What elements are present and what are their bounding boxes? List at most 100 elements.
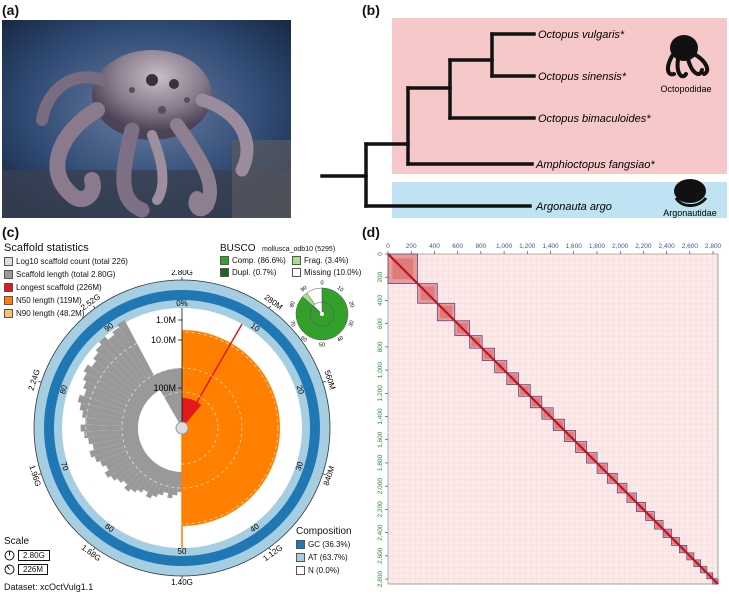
taxon-label: Argonauta argo <box>535 201 612 213</box>
busco-tick-label: 70 <box>288 320 296 328</box>
scale-title: Scale <box>4 536 30 547</box>
legend-swatch <box>220 256 229 265</box>
panel-label-c: (c) <box>2 224 20 240</box>
hic-top-tick-label: 2,800 <box>705 243 722 250</box>
taxon-label: Octopus bimaculoides* <box>538 113 651 125</box>
outer-tick <box>38 473 42 476</box>
scale-item: 2.80G <box>4 550 50 561</box>
legend-item: Frag. (3.4%) <box>292 256 348 265</box>
legend-item: Comp. (86.6%) <box>220 256 286 265</box>
legend-item: N90 length (48.2M) <box>4 309 84 318</box>
outer-tick <box>322 473 326 476</box>
hic-left-tick-label: 1,800 <box>377 454 384 471</box>
phylogenetic-tree: Octopus vulgaris* Octopus sinensis* Octo… <box>320 18 727 218</box>
percent-tick-label: 70 <box>59 461 70 473</box>
radial-label: 10.0M <box>151 335 176 345</box>
legend-label: Frag. (3.4%) <box>304 256 349 265</box>
hic-left-tick-label: 1,000 <box>377 362 384 379</box>
hic-top-tick-label: 200 <box>406 243 417 250</box>
snail-plot: 1.0M10.0M100M2.80G280M560M840M1.12G1.40G… <box>27 270 356 587</box>
outer-tick <box>268 305 272 309</box>
outer-tick-label: 1.40G <box>171 578 193 587</box>
hic-left-tick-label: 800 <box>377 341 384 352</box>
argonautidae-box <box>392 182 727 218</box>
hic-top-tick-label: 1,600 <box>566 243 583 250</box>
hic-top-tick-label: 400 <box>429 243 440 250</box>
busco-title: BUSCO <box>220 243 256 254</box>
radial-label: 100M <box>153 383 176 393</box>
hic-left-tick-label: 2,200 <box>377 501 384 518</box>
busco-tick-label: 50 <box>319 342 325 348</box>
percent-tick-label: 20 <box>295 384 306 396</box>
legend-swatch <box>292 268 301 277</box>
taxon-label: Octopus sinensis* <box>538 71 627 83</box>
busco-tick-label: 10 <box>336 285 344 293</box>
legend-swatch <box>4 283 13 292</box>
clock-icon <box>4 564 15 575</box>
legend-label: N90 length (48.2M) <box>16 309 85 318</box>
panel-label-b: (b) <box>362 2 380 18</box>
legend-item: N50 length (119M) <box>4 296 82 305</box>
legend-item: N (0.0%) <box>296 566 340 575</box>
panel-label-d: (d) <box>362 224 380 240</box>
legend-swatch <box>296 553 305 562</box>
legend-label: N (0.0%) <box>308 566 340 575</box>
hic-top-tick-label: 2,200 <box>635 243 652 250</box>
legend-label: Comp. (86.6%) <box>232 256 286 265</box>
legend-item: Longest scaffold (226M) <box>4 283 102 292</box>
octopus-photo <box>2 20 291 218</box>
scale-item: 226M <box>4 564 49 575</box>
outer-tick <box>322 380 326 383</box>
legend-label: Dupl. (0.7%) <box>232 268 277 277</box>
hic-left-tick-label: 0 <box>377 252 384 256</box>
outer-tick <box>92 305 96 309</box>
percent-tick-label: 50 <box>178 547 187 556</box>
hic-top-tick-label: 800 <box>475 243 486 250</box>
hic-left-tick-label: 1,600 <box>377 431 384 448</box>
legend-item: Dupl. (0.7%) <box>220 268 276 277</box>
hic-top-tick-label: 1,200 <box>519 243 536 250</box>
hic-left-tick-label: 2,600 <box>377 547 384 564</box>
composition-title: Composition <box>296 526 352 537</box>
percent-tick-label: 80 <box>58 383 69 395</box>
hic-top-tick-label: 2,400 <box>658 243 675 250</box>
hic-top-tick-label: 1,800 <box>589 243 606 250</box>
legend-label: GC (36.3%) <box>308 540 351 549</box>
radial-label: 1.0M <box>156 315 176 325</box>
hic-top-tick-label: 1,400 <box>542 243 559 250</box>
busco-complete-inner <box>309 301 335 327</box>
busco-tick-label: 40 <box>336 335 344 343</box>
busco-tick-label: 20 <box>347 301 355 309</box>
hic-left-tick-label: 2,000 <box>377 478 384 495</box>
hic-left-tick-label: 200 <box>377 271 384 282</box>
octopus-silhouette-icon <box>665 35 710 79</box>
dataset-label: Dataset: xcOctVulg1.1 <box>4 582 94 592</box>
argonaut-silhouette-icon <box>674 179 708 207</box>
hic-top-tick-label: 2,000 <box>612 243 629 250</box>
legend-swatch <box>4 257 13 266</box>
percent-tick-label: 0% <box>176 299 188 308</box>
legend-label: N50 length (119M) <box>16 296 82 305</box>
legend-label: Scaffold length (total 2.80G) <box>16 270 116 279</box>
legend-item: Log10 scaffold count (total 226) <box>4 257 128 266</box>
legend-swatch <box>220 268 229 277</box>
hic-left-tick-label: 2,800 <box>377 571 384 588</box>
legend-label: Longest scaffold (226M) <box>16 283 102 292</box>
legend-item: AT (63.7%) <box>296 553 348 562</box>
hic-contact-map: 0 200 400 600 800 1,000 1,200 1,400 1,600 1,800 2,… <box>377 243 722 588</box>
legend-label: Missing (10.0%) <box>304 268 362 277</box>
hic-top-tick-label: 1,000 <box>496 243 513 250</box>
hic-top-tick-label: 600 <box>452 243 463 250</box>
hic-top-tick-label: 0 <box>386 243 390 250</box>
legend-swatch <box>4 309 13 318</box>
hic-left-tick-label: 400 <box>377 295 384 306</box>
outer-tick <box>38 380 42 383</box>
busco-duplicated <box>312 305 321 313</box>
busco-dataset: mollusca_odb10 (5295) <box>262 246 336 253</box>
legend-item: Scaffold length (total 2.80G) <box>4 270 115 279</box>
busco-tick-label: 30 <box>348 320 356 328</box>
legend-swatch <box>296 540 305 549</box>
busco-tick-label: 80 <box>289 301 297 309</box>
legend-label: AT (63.7%) <box>308 553 348 562</box>
panel-label-a: (a) <box>2 2 20 18</box>
